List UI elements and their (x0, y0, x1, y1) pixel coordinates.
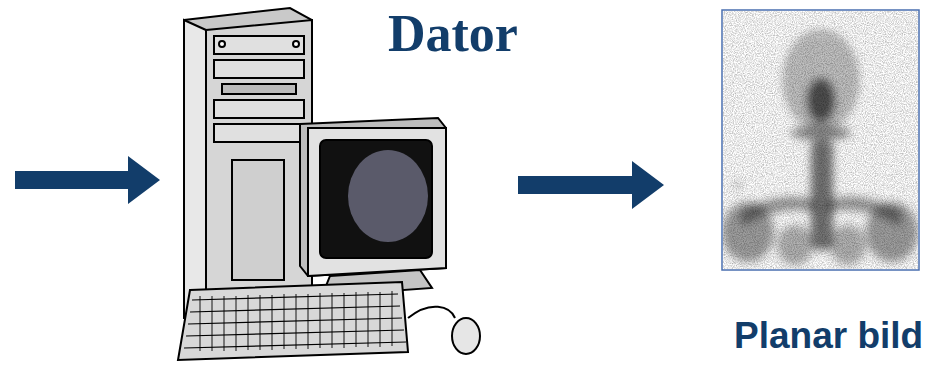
arrow-shape (518, 161, 664, 209)
image-frame (722, 10, 919, 270)
computer-node: Dator (170, 0, 518, 375)
caption-label: Planar bild (734, 317, 923, 354)
planar-scan (723, 11, 918, 269)
input-arrow (15, 156, 160, 204)
flow-arrow (518, 161, 664, 209)
computer-monitor (300, 118, 446, 296)
title-label: Dator (388, 8, 518, 60)
mouse (408, 307, 480, 354)
image-node: Planar bild (664, 5, 948, 375)
computer-tower (184, 8, 312, 330)
keyboard (178, 282, 408, 360)
